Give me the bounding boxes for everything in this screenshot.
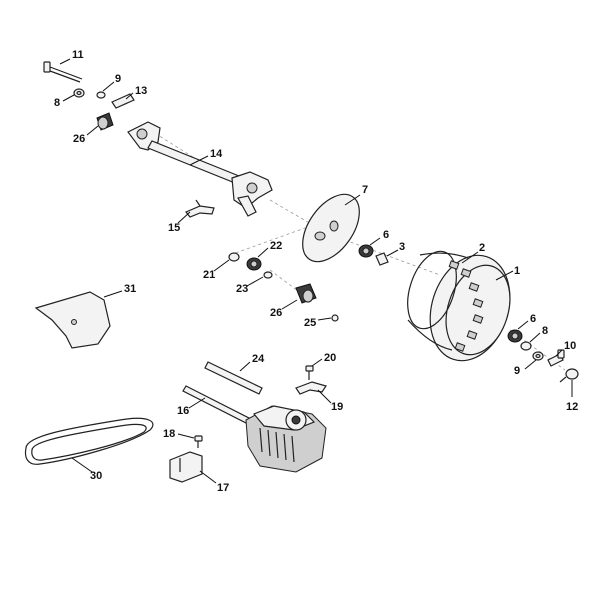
callout-19: 19 [331, 401, 343, 413]
part-bracket-17 [169, 451, 203, 483]
part-bolt-11 [43, 61, 83, 83]
part-bushing-6-right [507, 329, 523, 343]
part-washer-9 [96, 91, 106, 99]
callout-8-left: 8 [54, 97, 60, 109]
callout-20: 20 [324, 352, 336, 364]
callout-7: 7 [362, 184, 368, 196]
part-rod-24 [204, 361, 263, 395]
callout-26-top: 26 [73, 133, 85, 145]
callout-14: 14 [210, 148, 223, 160]
part-screw-18 [194, 435, 203, 448]
callout-8-right: 8 [542, 325, 548, 337]
part-bearing-26-mid [295, 283, 317, 304]
callout-10: 10 [564, 340, 576, 352]
callout-24: 24 [252, 353, 265, 365]
part-washer-23 [263, 271, 273, 279]
part-gearbox [245, 405, 327, 473]
part-bushing-6-top [358, 244, 374, 258]
callout-9-top: 9 [115, 73, 121, 85]
callout-3: 3 [399, 241, 405, 253]
part-wheel-1-2 [407, 250, 511, 362]
callout-11: 11 [72, 49, 84, 61]
part-bracket-19 [295, 381, 327, 395]
callout-21: 21 [203, 269, 215, 281]
callout-13: 13 [135, 85, 147, 97]
gearbox-ribs [259, 427, 295, 463]
part-axle-14 [127, 121, 273, 217]
callout-22: 22 [270, 240, 282, 252]
part-belt-30 [24, 417, 154, 465]
callout-16: 16 [177, 405, 189, 417]
part-bearing-26-top [96, 112, 114, 131]
part-pin-13 [111, 93, 135, 109]
callout-26-mid: 26 [270, 307, 282, 319]
part-bushing-22 [246, 257, 262, 271]
callout-9-right: 9 [514, 365, 520, 377]
part-bolt-10 [547, 349, 565, 367]
part-clip-15 [185, 199, 215, 218]
callout-31: 31 [124, 283, 136, 295]
part-washer-8 [73, 88, 85, 98]
callouts: 1 2 3 4 6 6 7 8 8 9 9 10 11 12 13 14 15 … [54, 49, 578, 494]
part-washer-9-right [532, 351, 544, 361]
part-washer-21 [228, 252, 240, 262]
callout-15: 15 [168, 222, 180, 234]
part-cover-31 [34, 291, 111, 349]
callout-1: 1 [514, 265, 520, 277]
callout-17: 17 [217, 482, 229, 494]
callout-23: 23 [236, 283, 248, 295]
part-cap-12 [559, 368, 579, 383]
part-screw-20 [305, 365, 314, 380]
callout-30: 30 [90, 470, 102, 482]
part-pin-3 [375, 252, 389, 266]
tire-tread [448, 260, 484, 352]
callout-6-top: 6 [383, 229, 389, 241]
callout-12: 12 [566, 401, 578, 413]
callout-2: 2 [479, 242, 485, 254]
part-washer-8-right [520, 341, 532, 351]
leader-lines [59, 58, 573, 484]
part-disc-7 [302, 193, 360, 263]
callout-18: 18 [163, 428, 175, 440]
part-ring-25 [331, 314, 339, 322]
callout-25: 25 [304, 317, 316, 329]
callout-6-right: 6 [530, 313, 536, 325]
